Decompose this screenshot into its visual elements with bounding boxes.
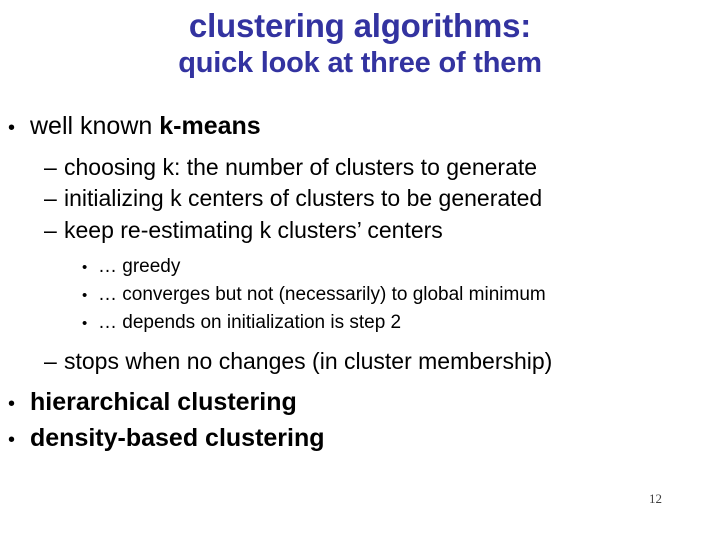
bullet-dot-icon: • bbox=[82, 259, 88, 277]
bullet-dot-icon: • bbox=[8, 392, 16, 415]
sub-bullet-label: choosing k: the number of clusters to ge… bbox=[64, 153, 538, 180]
bullet-item-label: well known k-means bbox=[30, 110, 261, 143]
bullet-dot-icon: • bbox=[8, 429, 16, 452]
sub-bullet-stops-when-no-changes: – stops when no changes (in cluster memb… bbox=[0, 346, 720, 377]
sub-bullet-label: keep re-estimating k clusters’ centers bbox=[64, 216, 443, 243]
slide-title: clustering algorithms: bbox=[188, 7, 532, 44]
sub-sub-bullet-label: … depends on initialization is step 2 bbox=[98, 312, 402, 334]
bullet-dot-icon: • bbox=[8, 117, 16, 139]
sub-bullet-initializing-k: – initializing k centers of clusters to … bbox=[0, 183, 720, 214]
en-dash-icon: – bbox=[44, 348, 57, 375]
page-number: 12 bbox=[649, 491, 662, 506]
bullet-text-plain: well known bbox=[30, 112, 160, 140]
bullet-text-strong: k-means bbox=[159, 112, 261, 140]
bullet-item-label: density-based clustering bbox=[30, 424, 325, 453]
sub-sub-bullet-depends-initialization: • … depends on initialization is step 2 bbox=[0, 310, 720, 337]
bullet-item-label: hierarchical clustering bbox=[30, 387, 297, 416]
en-dash-icon: – bbox=[44, 185, 57, 212]
slide-subtitle: quick look at three of them bbox=[178, 46, 542, 79]
sub-bullet-label: initializing k centers of clusters to be… bbox=[64, 185, 543, 212]
slide-body: • well known k-means – choosing k: the n… bbox=[0, 110, 720, 459]
slide-title-block: clustering algorithms: quick look at thr… bbox=[0, 7, 720, 80]
sub-sub-bullet-greedy: • … greedy bbox=[0, 254, 720, 281]
bullet-dot-icon: • bbox=[82, 287, 88, 305]
bullet-item-density-based-clustering: • density-based clustering bbox=[0, 422, 720, 455]
sub-sub-bullet-label: … converges but not (necessarily) to glo… bbox=[98, 284, 546, 306]
sub-sub-bullet-label: … greedy bbox=[98, 256, 181, 278]
sub-bullet-keep-reestimating: – keep re-estimating k clusters’ centers bbox=[0, 215, 720, 246]
sub-bullet-label: stops when no changes (in cluster member… bbox=[64, 348, 553, 375]
bullet-dot-icon: • bbox=[82, 315, 88, 333]
sub-sub-bullet-converges: • … converges but not (necessarily) to g… bbox=[0, 282, 720, 309]
bullet-item-well-known-kmeans: • well known k-means bbox=[0, 110, 720, 143]
sub-bullet-choosing-k: – choosing k: the number of clusters to … bbox=[0, 152, 720, 183]
en-dash-icon: – bbox=[44, 216, 57, 243]
en-dash-icon: – bbox=[44, 153, 57, 180]
bullet-item-hierarchical-clustering: • hierarchical clustering bbox=[0, 386, 720, 419]
